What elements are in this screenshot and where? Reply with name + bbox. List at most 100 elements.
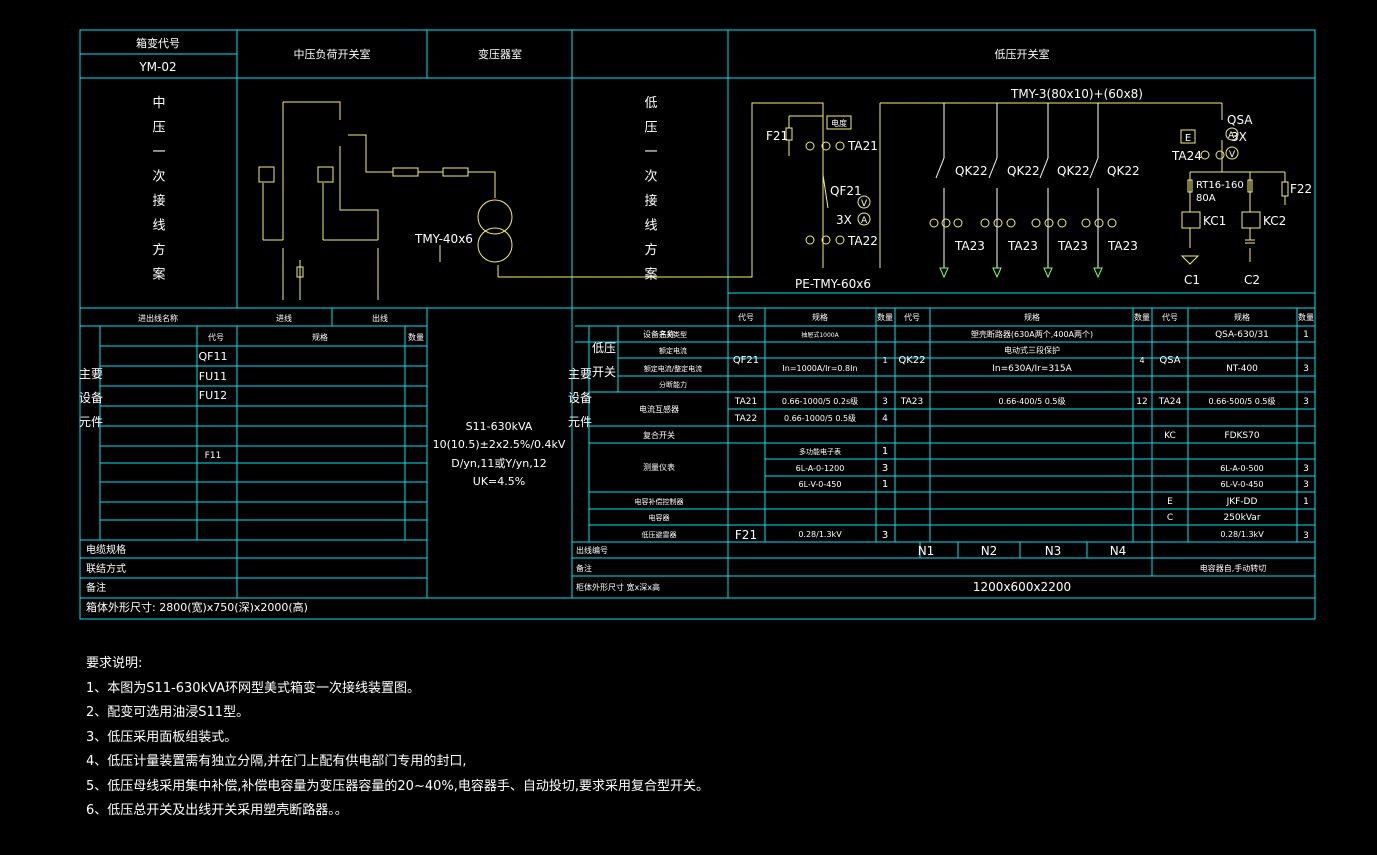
mv-code-3: FU12 [199, 389, 227, 402]
ta21-label: TA21 [847, 139, 878, 153]
qk22-label-4: QK22 [1107, 164, 1140, 178]
pe-bus-label: PE-TMY-60x6 [795, 277, 871, 291]
lv-col-qty-3: 数量 [1298, 312, 1314, 322]
lv-qsa-spec-1: QSA-630/31 [1215, 330, 1269, 340]
n3-label: N3 [1045, 544, 1062, 558]
transformer-model: S11-630kVA [466, 420, 533, 433]
mv-scheme-char-1: 中 [152, 96, 165, 111]
lv-section-part-1: 主要 [568, 367, 592, 381]
lv-meter-spec-1: 多功能电子表 [799, 447, 841, 456]
lv-line-no: 出线编号 [576, 545, 608, 555]
lv-row-setting: 额定电流/整定电流 [644, 364, 702, 373]
mv-scheme-header: 进出线名称 [138, 313, 178, 323]
lv-col-spec: 规格 [812, 312, 828, 322]
ta23-label-4: TA23 [1107, 239, 1138, 253]
lv-ct-label: 电流互感器 [639, 404, 679, 414]
box-size: 箱体外形尺寸: 2800(宽)x750(深)x2000(高) [86, 600, 308, 614]
transformer-ratio: 10(10.5)±2x2.5%/0.4kV [433, 438, 566, 451]
mv-scheme-char-7: 方 [152, 242, 165, 258]
mv-scheme-char-6: 线 [152, 219, 165, 234]
lv-qk22-code: QK22 [898, 355, 925, 366]
mv-col-qty: 数量 [408, 332, 424, 342]
ta23-label-3: TA23 [1057, 239, 1088, 253]
lv-qsa-spec-3: NT-400 [1226, 364, 1258, 374]
lv-qk22-spec-protect: 电动式三段保护 [1004, 345, 1060, 355]
fuse-label: RT16-160 [1196, 180, 1244, 191]
mv-code-1: QF11 [199, 350, 228, 363]
ta22-label: TA22 [847, 234, 878, 248]
fuse-amp-label: 80A [1196, 193, 1216, 204]
lv-col-code-3: 代号 [1162, 312, 1178, 322]
lv-ta22-spec: 0.66-1000/5 0.5级 [784, 413, 856, 423]
lv-col-name: 设备名称 [643, 329, 675, 339]
lv-qf21-qty: 1 [882, 356, 887, 365]
lv-scheme-char-1: 低 [644, 96, 657, 111]
lv-meter2-qty-2: 3 [1303, 464, 1309, 474]
n2-label: N2 [981, 544, 998, 558]
lv-col-qty: 数量 [877, 312, 893, 322]
three-x-label-2: 3X [1231, 130, 1247, 144]
lv-meter-qty-3: 1 [882, 479, 888, 490]
feeder-arrows [939, 267, 1103, 279]
lv-qk22-spec-rating: In=630A/Ir=315A [992, 364, 1072, 374]
lv-scheme-char-2: 压 [644, 121, 657, 136]
lv-scheme-char-4: 次 [644, 169, 657, 185]
mv-remark: 备注 [86, 581, 106, 594]
lv-cabinet-size-label: 柜体外形尺寸 宽x深x高 [576, 582, 660, 592]
mv-section-part-1: 主要 [79, 367, 103, 381]
lv-f21-spec: 0.28/1.3kV [798, 530, 842, 539]
v-meter-symbol: V [861, 199, 868, 209]
note-item-1: 1、本图为S11-630kVA环网型美式箱变一次接线装置图。 [86, 680, 421, 696]
main-bus-label: TMY-3(80x10)+(60x8) [1010, 87, 1143, 101]
f22-label: F22 [1290, 182, 1312, 196]
meter-label: 电度 [831, 118, 847, 128]
lv-f21-qty: 3 [882, 530, 888, 541]
ct-symbols [805, 141, 1225, 245]
lv-subsection-part-1: 低压 [592, 341, 616, 355]
lv-f22-spec: 0.28/1.3kV [1220, 530, 1264, 539]
lv-ta24-qty: 3 [1303, 397, 1309, 407]
lv-row-rated-current: 额定电流 [659, 346, 687, 355]
code-value: YM-02 [138, 60, 176, 74]
qk22-label-2: QK22 [1007, 164, 1040, 178]
mv-incoming: 进线 [276, 313, 292, 323]
lv-meter-label: 测量仪表 [643, 462, 675, 472]
lv-cabinet-size: 1200x600x2200 [973, 580, 1071, 594]
ta23-label-2: TA23 [1007, 239, 1038, 253]
lv-meter-spec-3: 6L-V-0-450 [799, 480, 842, 489]
mv-section-part-3: 元件 [79, 415, 103, 429]
lv-section-part-3: 元件 [568, 415, 592, 429]
lv-meter2-spec-2: 6L-A-0-500 [1220, 464, 1264, 473]
transformer-symbol [258, 115, 1289, 278]
mv-scheme-char-2: 压 [152, 121, 165, 136]
wiring-lines [262, 101, 1286, 300]
ta24-label: TA24 [1171, 149, 1202, 163]
note-item-5: 5、低压母线采用集中补偿,补偿电容量为变压器容量的20~40%,电容器手、自动投… [86, 778, 709, 794]
qf21-label: QF21 [830, 184, 862, 198]
code-label: 箱变代号 [136, 36, 180, 50]
lv-scheme-char-8: 案 [644, 268, 657, 283]
notes-title: 要求说明: [86, 656, 143, 671]
lv-qf21-spec-rating: In=1000A/Ir=0.8In [782, 364, 857, 373]
lv-arrester-label: 低压避雷器 [642, 530, 677, 539]
lv-kc-code: KC [1164, 431, 1176, 441]
lv-qk22-qty: 4 [1139, 356, 1144, 365]
lv-qsa-qty-3: 3 [1303, 364, 1309, 374]
mv-scheme-char-4: 次 [152, 169, 165, 185]
lv-meter-qty-1: 1 [882, 446, 888, 457]
n1-label: N1 [918, 544, 935, 558]
lv-scheme-char-7: 方 [644, 242, 657, 258]
lv-ta24-code: TA24 [1158, 397, 1182, 407]
lv-remark: 备注 [576, 563, 592, 573]
lv-qk22-spec-type: 塑壳断路器(630A两个,400A两个) [971, 329, 1093, 339]
note-item-2: 2、配变可选用油浸S11型。 [86, 705, 250, 720]
lv-ta21-code: TA21 [734, 397, 757, 407]
lv-ta22-code: TA22 [734, 414, 757, 424]
lv-qsa-code: QSA [1159, 355, 1180, 366]
lv-e-spec: JKF-DD [1226, 497, 1258, 507]
lv-section-part-2: 设备 [568, 391, 592, 405]
drawing-frame [79, 29, 1316, 620]
